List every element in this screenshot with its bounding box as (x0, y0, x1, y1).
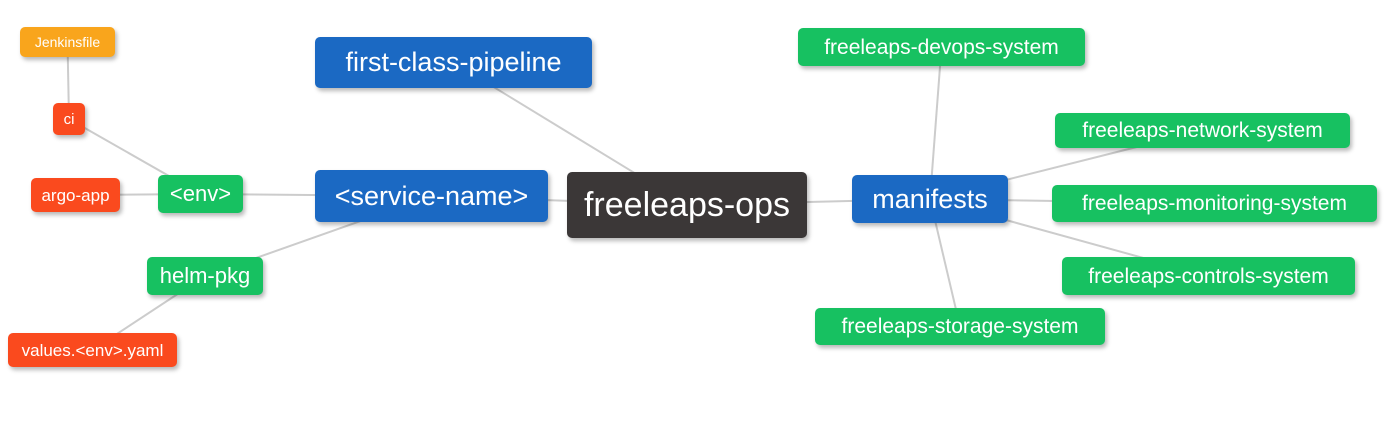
node-label: freeleaps-controls-system (1088, 264, 1329, 288)
node-label: freeleaps-network-system (1082, 119, 1323, 142)
node-label: helm-pkg (159, 263, 251, 288)
node-freeleaps-controls-system[interactable]: freeleaps-controls-system (1062, 257, 1355, 295)
node-label: freeleaps-devops-system (824, 35, 1059, 59)
node-label: first-class-pipeline (345, 47, 562, 77)
node-jenkinsfile[interactable]: Jenkinsfile (20, 27, 115, 57)
node-helm-pkg[interactable]: helm-pkg (147, 257, 263, 295)
node-label: manifests (872, 183, 988, 214)
node-freeleaps-storage-system[interactable]: freeleaps-storage-system (815, 308, 1105, 345)
node-label: Jenkinsfile (34, 34, 101, 50)
node-values-env-yaml[interactable]: values.<env>.yaml (8, 333, 177, 367)
node-ci[interactable]: ci (53, 103, 85, 135)
node-label: freeleaps-monitoring-system (1082, 192, 1347, 215)
node-service-name[interactable]: <service-name> (315, 170, 548, 222)
node-argo-app[interactable]: argo-app (31, 178, 120, 212)
node-label: argo-app (41, 185, 110, 205)
node-first-class-pipeline[interactable]: first-class-pipeline (315, 37, 592, 88)
node-label: freeleaps-ops (583, 186, 790, 224)
node-freeleaps-ops[interactable]: freeleaps-ops (567, 172, 807, 238)
node-label: freeleaps-storage-system (841, 315, 1079, 338)
node-env[interactable]: <env> (158, 175, 243, 213)
node-label: <service-name> (334, 180, 529, 211)
node-freeleaps-monitoring-system[interactable]: freeleaps-monitoring-system (1052, 185, 1377, 222)
node-freeleaps-network-system[interactable]: freeleaps-network-system (1055, 113, 1350, 148)
node-label: ci (63, 110, 75, 128)
node-manifests[interactable]: manifests (852, 175, 1008, 223)
edge-manifests--freeleaps-devops-system (929, 46, 943, 200)
node-label: values.<env>.yaml (21, 340, 164, 360)
node-label: <env> (169, 181, 232, 206)
node-freeleaps-devops-system[interactable]: freeleaps-devops-system (798, 28, 1085, 66)
